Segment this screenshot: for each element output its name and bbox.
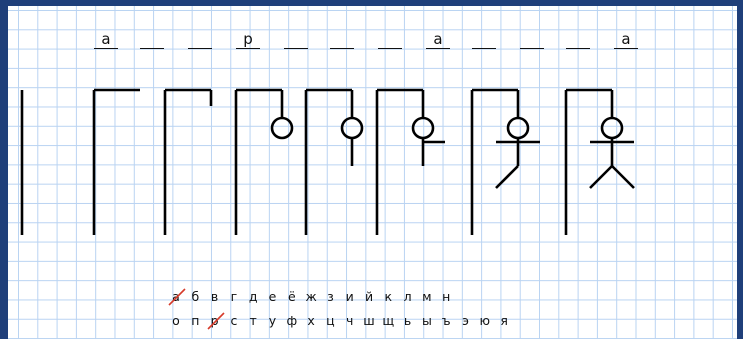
alphabet-letter-label: п <box>191 313 199 328</box>
alphabet-letter[interactable]: у <box>265 312 281 330</box>
alphabet-letter[interactable]: я <box>496 312 512 330</box>
alphabet-letter[interactable]: к <box>380 288 396 306</box>
alphabet-letter-label: з <box>327 289 334 304</box>
alphabet-letter[interactable]: х <box>303 312 319 330</box>
alphabet-letter-label: ё <box>288 289 296 304</box>
alphabet-letter-label: р <box>211 313 219 328</box>
alphabet-letter[interactable]: ю <box>477 312 493 330</box>
alphabet-letter-label: а <box>172 289 180 304</box>
alphabet-letter[interactable]: л <box>400 288 416 306</box>
alphabet-letter-label: б <box>191 289 199 304</box>
alphabet-letter[interactable]: й <box>361 288 377 306</box>
alphabet-letter-label: ц <box>326 313 335 328</box>
alphabet-letter-label: ъ <box>442 313 451 328</box>
alphabet-letter[interactable]: и <box>342 288 358 306</box>
alphabet-letter-label: ь <box>404 313 411 328</box>
alphabet-letter[interactable]: з <box>322 288 338 306</box>
alphabet-letter-label: ж <box>305 289 316 304</box>
alphabet-letter-label: н <box>442 289 450 304</box>
alphabet-letter-label: я <box>500 313 508 328</box>
alphabet-letter[interactable]: э <box>458 312 474 330</box>
alphabet-letter-label: л <box>404 289 412 304</box>
alphabet-letter[interactable]: ш <box>361 312 377 330</box>
alphabet-letter-label: у <box>269 313 276 328</box>
alphabet-letter[interactable]: ч <box>342 312 358 330</box>
alphabet-letter-label: г <box>231 289 238 304</box>
alphabet-letter[interactable]: ё <box>284 288 300 306</box>
alphabet-letter[interactable]: р <box>207 312 223 330</box>
alphabet-letter[interactable]: а <box>168 288 184 306</box>
alphabet-letter-label: ы <box>422 313 432 328</box>
alphabet-letter-label: й <box>365 289 373 304</box>
alphabet-letter-label: э <box>462 313 469 328</box>
alphabet-letter[interactable]: ы <box>419 312 435 330</box>
alphabet-letter-label: х <box>307 313 314 328</box>
alphabet-letter[interactable]: о <box>168 312 184 330</box>
alphabet-letter-label: в <box>211 289 218 304</box>
alphabet-letter[interactable]: б <box>187 288 203 306</box>
alphabet-letter-label: ю <box>480 313 491 328</box>
alphabet-letter[interactable]: н <box>438 288 454 306</box>
alphabet-letter-label: щ <box>382 313 394 328</box>
alphabet-letter[interactable]: в <box>207 288 223 306</box>
alphabet-letter[interactable]: г <box>226 288 242 306</box>
alphabet-letter-label: ч <box>346 313 353 328</box>
alphabet-letter-label: е <box>269 289 277 304</box>
alphabet-letter[interactable]: м <box>419 288 435 306</box>
alphabet-letter-label: д <box>249 289 258 304</box>
alphabet-letter[interactable]: щ <box>380 312 396 330</box>
alphabet-letter[interactable]: ц <box>322 312 338 330</box>
alphabet-letter[interactable]: е <box>265 288 281 306</box>
alphabet-letter[interactable]: д <box>245 288 261 306</box>
alphabet-letter[interactable]: ж <box>303 288 319 306</box>
alphabet-letter[interactable]: п <box>187 312 203 330</box>
alphabet-letter[interactable]: т <box>245 312 261 330</box>
alphabet-letter-label: и <box>346 289 354 304</box>
alphabet-letter[interactable]: ъ <box>438 312 454 330</box>
alphabet-letter[interactable]: с <box>226 312 242 330</box>
alphabet-letter-label: с <box>230 313 237 328</box>
alphabet-letter-label: м <box>422 289 431 304</box>
alphabet-letter[interactable]: ф <box>284 312 300 330</box>
alphabet-letter-label: о <box>172 313 180 328</box>
alphabet-letter-label: к <box>385 289 393 304</box>
alphabet-letter[interactable]: ь <box>400 312 416 330</box>
alphabet-letter-label: т <box>250 313 257 328</box>
alphabet-letter-label: ф <box>286 313 297 328</box>
alphabet-letter-label: ш <box>363 313 374 328</box>
